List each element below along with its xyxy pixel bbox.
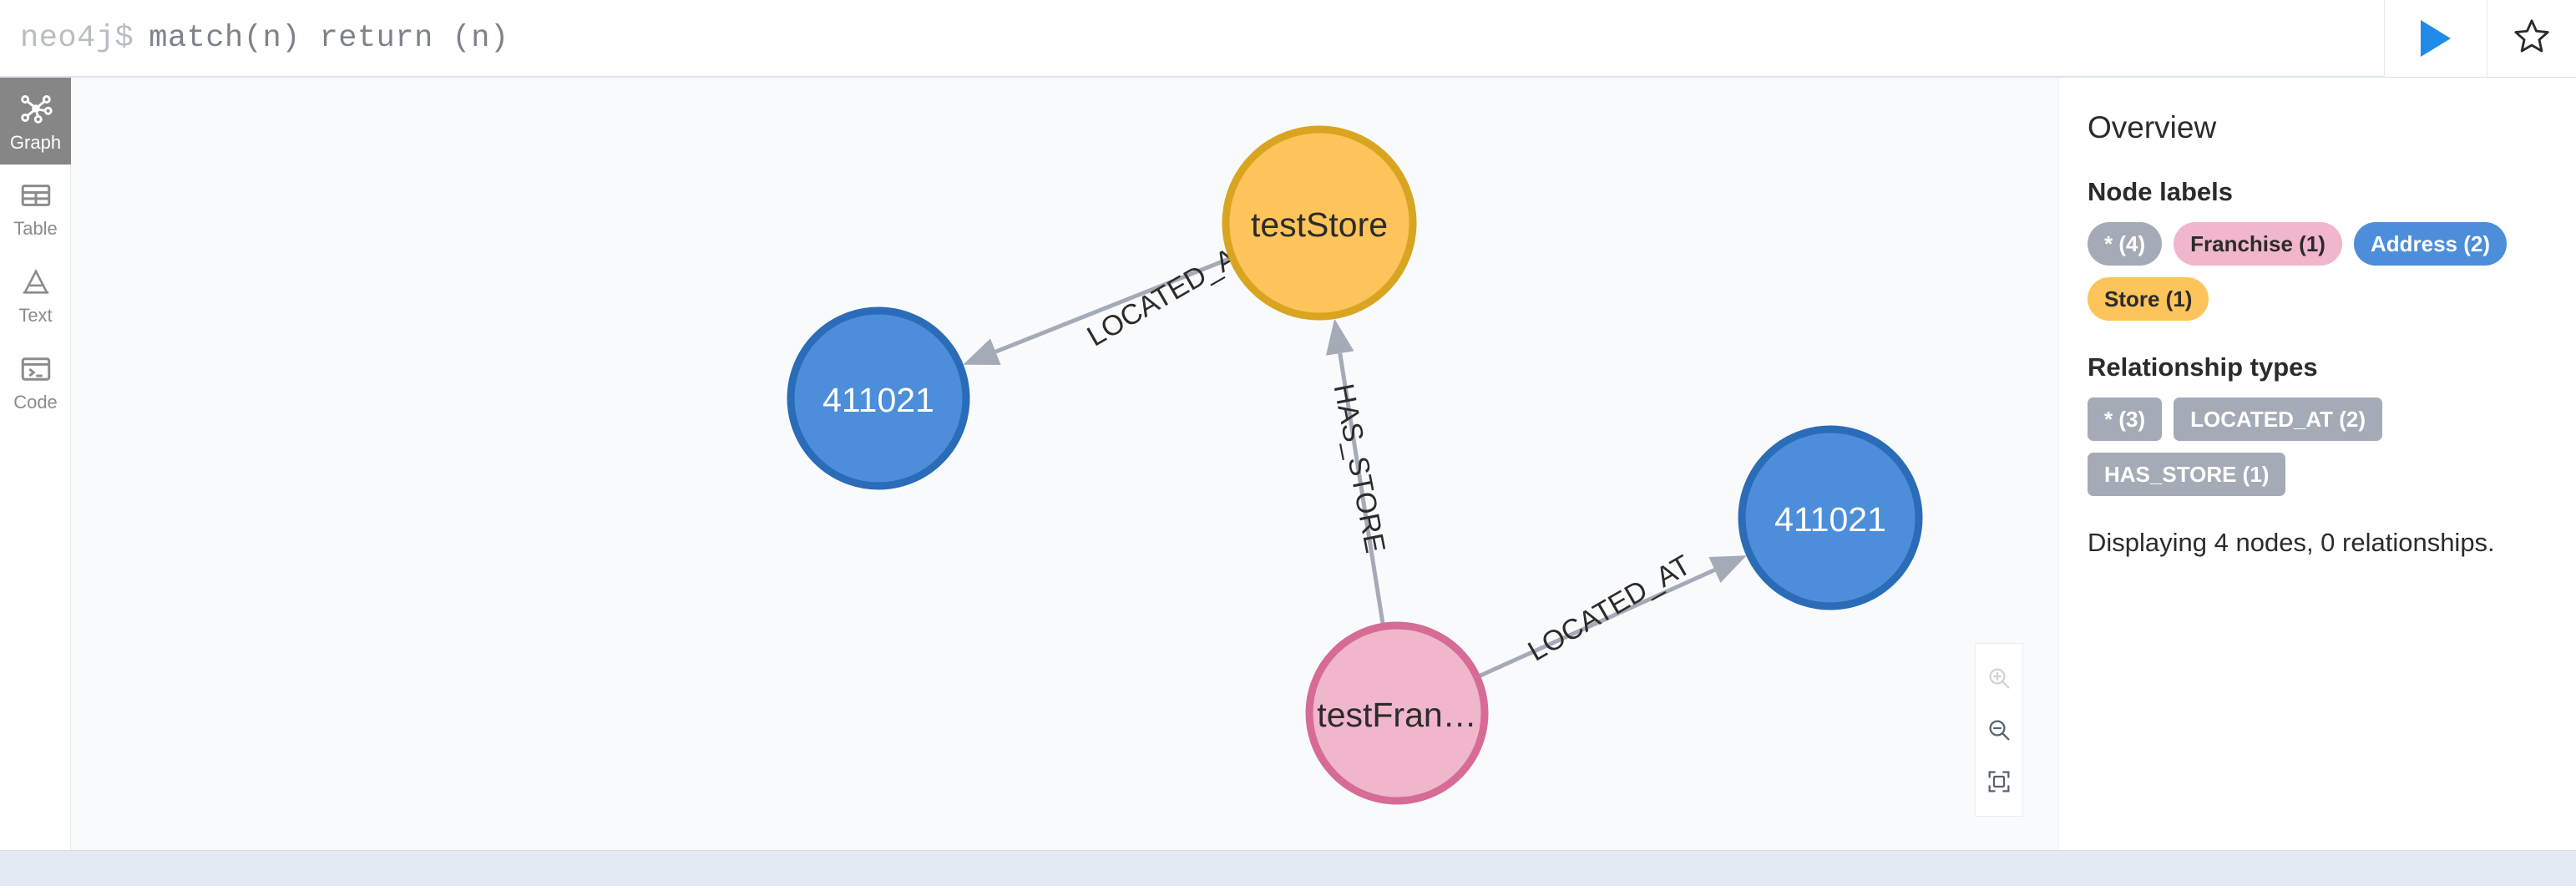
graph-node-addressB[interactable]: 411021 — [1738, 425, 1923, 610]
fit-to-screen-button[interactable] — [1975, 756, 2023, 808]
node-label-pill-1[interactable]: Franchise (1) — [2174, 221, 2342, 266]
relationship-located-at-0[interactable]: LOCATED_AT — [963, 235, 1255, 365]
relationship-line — [994, 256, 1231, 354]
node-circle[interactable] — [1305, 621, 1489, 805]
text-icon — [18, 265, 53, 300]
node-label-pill-2[interactable]: Address (2) — [2353, 221, 2507, 266]
relationship-line — [1338, 352, 1385, 624]
window-footer-strip — [0, 850, 2576, 886]
relationship-arrowhead — [963, 338, 1001, 365]
sidebar-item-graph-label: Graph — [9, 132, 62, 153]
sidebar-item-text[interactable]: Text — [0, 251, 71, 338]
overview-status-text: Displaying 4 nodes, 0 relationships. — [2088, 527, 2495, 557]
relationship-type-pill-1[interactable]: LOCATED_AT (2) — [2174, 397, 2383, 441]
zoom-out-icon — [1986, 716, 2012, 743]
sidebar-item-graph[interactable]: Graph — [0, 78, 71, 165]
view-switcher-sidebar: Graph Table — [0, 78, 71, 850]
table-icon — [18, 178, 53, 213]
relationship-line — [1479, 568, 1716, 678]
relationship-arrowhead — [1708, 555, 1747, 583]
sidebar-item-table[interactable]: Table — [0, 165, 71, 251]
editor-prompt: neo4j$ — [20, 20, 134, 56]
relationship-arrowhead — [1325, 318, 1354, 356]
node-labels-list: * (4)Franchise (1)Address (2) Store (1) — [2088, 221, 2548, 321]
relationship-types-list: * (3)LOCATED_AT (2) HAS_STORE (1) — [2088, 397, 2548, 496]
node-circle[interactable] — [1738, 425, 1923, 610]
editor-query-text: match(n) return (n) — [149, 20, 509, 56]
relationship-located-at-2[interactable]: LOCATED_AT — [1479, 549, 1747, 678]
graph-zoom-controls — [1975, 643, 2023, 817]
zoom-in-icon — [1986, 665, 2012, 691]
sidebar-item-table-label: Table — [13, 218, 58, 239]
fit-screen-icon — [1986, 768, 2012, 795]
overview-title: Overview — [2088, 110, 2217, 144]
sidebar-item-code[interactable]: Code — [0, 338, 71, 425]
code-icon — [18, 352, 53, 387]
zoom-in-button[interactable] — [1975, 652, 2023, 704]
overview-panel: Overview Node labels * (4)Franchise (1)A… — [2058, 78, 2576, 850]
relationship-label: LOCATED_AT — [1523, 549, 1697, 668]
relationship-type-pill-0[interactable]: * (3) — [2088, 397, 2163, 441]
node-labels-heading: Node labels — [2088, 176, 2233, 206]
favorite-button[interactable] — [2487, 0, 2576, 77]
node-circle[interactable] — [1222, 125, 1417, 321]
query-editor-line: neo4j$ match(n) return (n) — [20, 21, 509, 56]
play-icon — [2417, 18, 2454, 58]
node-label-pill-0[interactable]: * (4) — [2088, 221, 2163, 266]
zoom-out-button[interactable] — [1975, 704, 2023, 756]
graph-node-store[interactable]: testStore — [1222, 125, 1417, 321]
star-icon — [2513, 17, 2551, 59]
graph-icon — [18, 90, 54, 127]
graph-node-addressA[interactable]: 411021 — [787, 306, 970, 490]
run-query-button[interactable] — [2384, 0, 2487, 77]
query-input[interactable]: neo4j$ match(n) return (n) — [0, 0, 2384, 77]
graph-svg: LOCATED_ATHAS_STORELOCATED_ATtestStore41… — [787, 125, 1923, 805]
sidebar-item-text-label: Text — [18, 305, 53, 326]
sidebar-item-code-label: Code — [13, 392, 58, 413]
node-circle[interactable] — [787, 306, 970, 490]
relationship-types-heading: Relationship types — [2088, 352, 2318, 382]
relationship-has-store-1[interactable]: HAS_STORE — [1325, 318, 1391, 624]
relationship-type-pill-2[interactable]: HAS_STORE (1) — [2088, 452, 2286, 496]
query-editor-bar: neo4j$ match(n) return (n) — [0, 0, 2576, 78]
result-frame: Graph Table — [0, 78, 2576, 850]
graph-node-franchise[interactable]: testFran… — [1305, 621, 1489, 805]
node-label-pill-3[interactable]: Store (1) — [2088, 276, 2209, 321]
